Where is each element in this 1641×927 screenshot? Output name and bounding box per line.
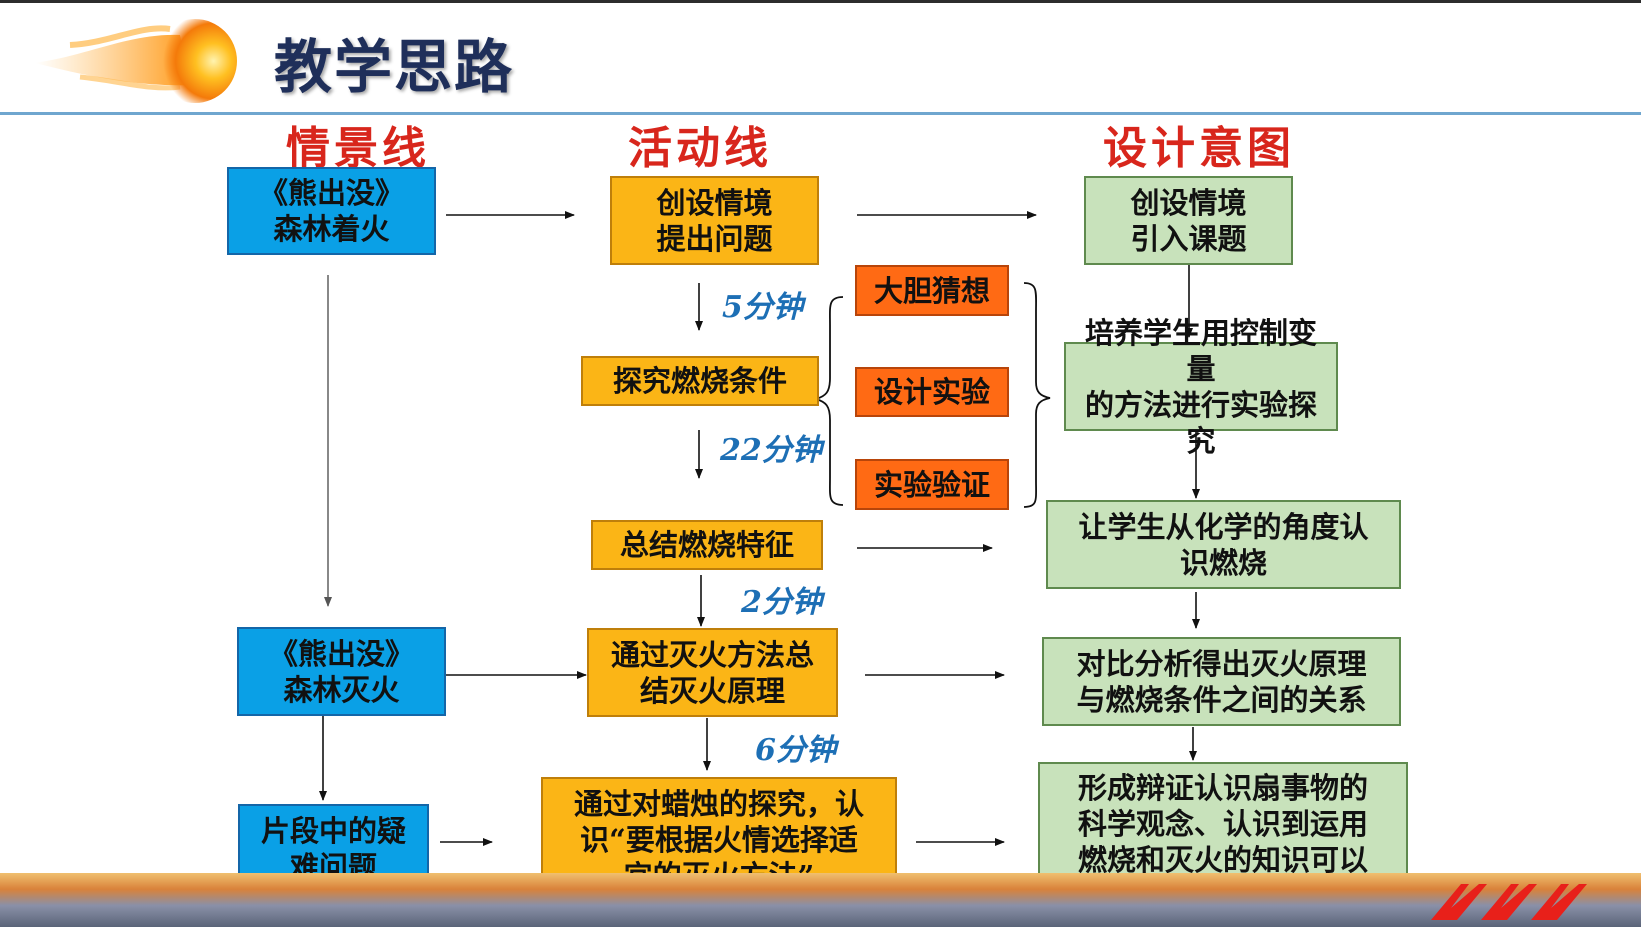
column-heading-activity: 活动线 [628,123,772,174]
activity-box-4: 通过灭火方法总结灭火原理 [587,628,838,717]
duration-label: 6分钟 [755,733,836,768]
column-heading-intent: 设计意图 [1103,123,1295,174]
intent-box-3: 让学生从化学的角度认识燃烧 [1046,500,1401,589]
sub-step-guess: 大胆猜想 [855,265,1009,316]
duration-label: 22分钟 [720,433,822,468]
duration-label: 2分钟 [741,585,822,620]
sub-step-verify: 实验验证 [855,459,1009,510]
duration-label: 5分钟 [722,290,803,325]
intent-box-4: 对比分析得出灭火原理与燃烧条件之间的关系 [1042,637,1401,726]
page-title: 教学思路 [274,33,515,101]
fireball-icon [35,19,237,103]
sub-step-design: 设计实验 [855,367,1009,417]
intent-box-1: 创设情境引入课题 [1084,176,1293,265]
logo-icon [1431,884,1587,920]
intent-box-2: 培养学生用控制变量的方法进行实验探究 [1064,316,1338,458]
scenario-box-1: 《熊出没》森林着火 [227,167,436,255]
column-heading-scenario: 情景线 [286,123,430,174]
activity-box-2: 探究燃烧条件 [581,356,819,406]
scenario-box-2: 《熊出没》森林灭火 [237,627,446,716]
activity-box-1: 创设情境提出问题 [610,176,819,265]
activity-box-3: 总结燃烧特征 [591,520,823,570]
left-brace [812,296,844,506]
right-brace [1023,282,1051,508]
top-border [0,0,1641,3]
bottom-decoration [0,873,1641,927]
title-divider [0,112,1641,115]
